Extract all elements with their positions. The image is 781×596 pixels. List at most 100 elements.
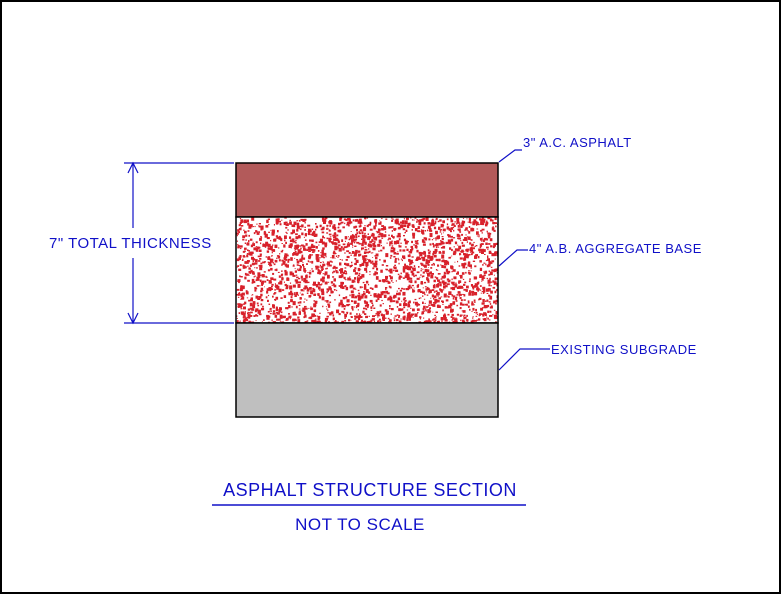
aggregate-speckle	[250, 269, 253, 273]
aggregate-speckle	[296, 276, 299, 279]
aggregate-speckle	[283, 222, 287, 225]
aggregate-speckle	[267, 269, 271, 272]
aggregate-speckle	[421, 256, 423, 259]
aggregate-speckle	[465, 271, 467, 274]
aggregate-speckle	[304, 219, 306, 222]
aggregate-speckle	[481, 222, 485, 226]
aggregate-speckle	[269, 264, 271, 267]
aggregate-speckle	[334, 257, 336, 259]
aggregate-speckle	[244, 230, 247, 234]
aggregate-speckle	[315, 223, 317, 225]
aggregate-speckle	[250, 311, 253, 314]
aggregate-speckle	[430, 259, 432, 261]
aggregate-speckle	[417, 312, 419, 313]
aggregate-speckle	[457, 237, 459, 240]
aggregate-speckle	[344, 270, 347, 272]
aggregate-speckle	[430, 271, 432, 275]
aggregate-speckle	[396, 292, 399, 296]
aggregate-speckle	[261, 309, 263, 311]
aggregate-speckle	[236, 240, 238, 242]
aggregate-speckle	[247, 308, 251, 311]
aggregate-speckle	[401, 300, 403, 302]
aggregate-speckle	[376, 260, 378, 262]
aggregate-speckle	[311, 239, 314, 242]
aggregate-speckle	[336, 321, 339, 323]
aggregate-speckle	[473, 241, 475, 244]
aggregate-speckle	[435, 230, 438, 235]
aggregate-speckle	[448, 293, 450, 295]
aggregate-speckle	[466, 303, 468, 306]
aggregate-speckle	[276, 257, 278, 259]
aggregate-speckle	[477, 283, 479, 286]
aggregate-speckle	[451, 313, 454, 317]
aggregate-speckle	[424, 302, 426, 304]
aggregate-speckle	[483, 218, 486, 221]
aggregate-speckle	[348, 219, 351, 222]
aggregate-speckle	[250, 315, 253, 317]
aggregate-speckle	[341, 259, 343, 261]
aggregate-speckle	[478, 248, 482, 252]
aggregate-speckle	[287, 258, 290, 261]
aggregate-speckle	[306, 299, 308, 301]
aggregate-speckle	[299, 245, 302, 247]
aggregate-speckle	[253, 232, 256, 235]
aggregate-speckle	[464, 255, 467, 258]
aggregate-speckle	[371, 302, 374, 304]
aggregate-speckle	[398, 245, 402, 248]
aggregate-speckle	[295, 280, 299, 284]
aggregate-speckle	[294, 241, 297, 244]
aggregate-speckle	[469, 278, 471, 281]
aggregate-speckle	[333, 227, 337, 231]
aggregate-speckle	[385, 275, 388, 279]
aggregate-speckle	[363, 228, 367, 231]
aggregate-speckle	[282, 316, 285, 318]
aggregate-speckle	[273, 238, 277, 242]
aggregate-speckle	[373, 244, 377, 248]
aggregate-speckle	[253, 276, 255, 278]
aggregate-speckle	[320, 288, 324, 293]
aggregate-speckle	[354, 295, 357, 299]
aggregate-speckle	[372, 236, 376, 239]
aggregate-speckle	[474, 301, 476, 303]
aggregate-speckle	[380, 313, 383, 316]
aggregate-speckle	[467, 300, 470, 303]
aggregate-speckle	[443, 271, 446, 274]
aggregate-speckle	[240, 285, 243, 287]
aggregate-speckle	[297, 301, 300, 304]
aggregate-speckle	[426, 272, 428, 274]
aggregate-speckle	[478, 299, 480, 301]
aggregate-speckle	[398, 292, 401, 296]
aggregate-speckle	[242, 255, 246, 258]
aggregate-speckle	[274, 283, 276, 285]
aggregate-speckle	[414, 245, 418, 249]
aggregate-speckle	[374, 271, 377, 274]
aggregate-speckle	[358, 253, 362, 256]
aggregate-speckle	[425, 259, 427, 261]
aggregate-speckle	[460, 240, 462, 242]
aggregate-speckle	[434, 244, 437, 247]
aggregate-speckle	[236, 315, 238, 317]
aggregate-speckle	[236, 288, 240, 291]
aggregate-speckle	[270, 287, 273, 289]
aggregate-speckle	[422, 301, 424, 304]
aggregate-speckle	[409, 277, 413, 280]
aggregate-speckle	[298, 277, 301, 280]
aggregate-speckle	[321, 217, 325, 220]
aggregate-speckle	[421, 311, 425, 314]
aggregate-speckle	[479, 246, 482, 248]
aggregate-speckle	[316, 320, 320, 323]
aggregate-speckle	[356, 228, 358, 232]
aggregate-speckle	[369, 223, 372, 225]
aggregate-speckle	[261, 237, 263, 239]
aggregate-speckle	[354, 318, 357, 320]
aggregate-speckle	[349, 278, 352, 281]
aggregate-speckle	[297, 319, 301, 323]
aggregate-speckle	[389, 298, 393, 303]
aggregate-speckle	[267, 294, 270, 297]
aggregate-speckle	[257, 304, 260, 307]
aggregate-speckle	[364, 232, 366, 235]
aggregate-speckle	[406, 315, 410, 319]
aggregate-speckle	[446, 218, 449, 221]
aggregate-speckle	[361, 231, 364, 235]
aggregate-speckle	[312, 283, 315, 286]
